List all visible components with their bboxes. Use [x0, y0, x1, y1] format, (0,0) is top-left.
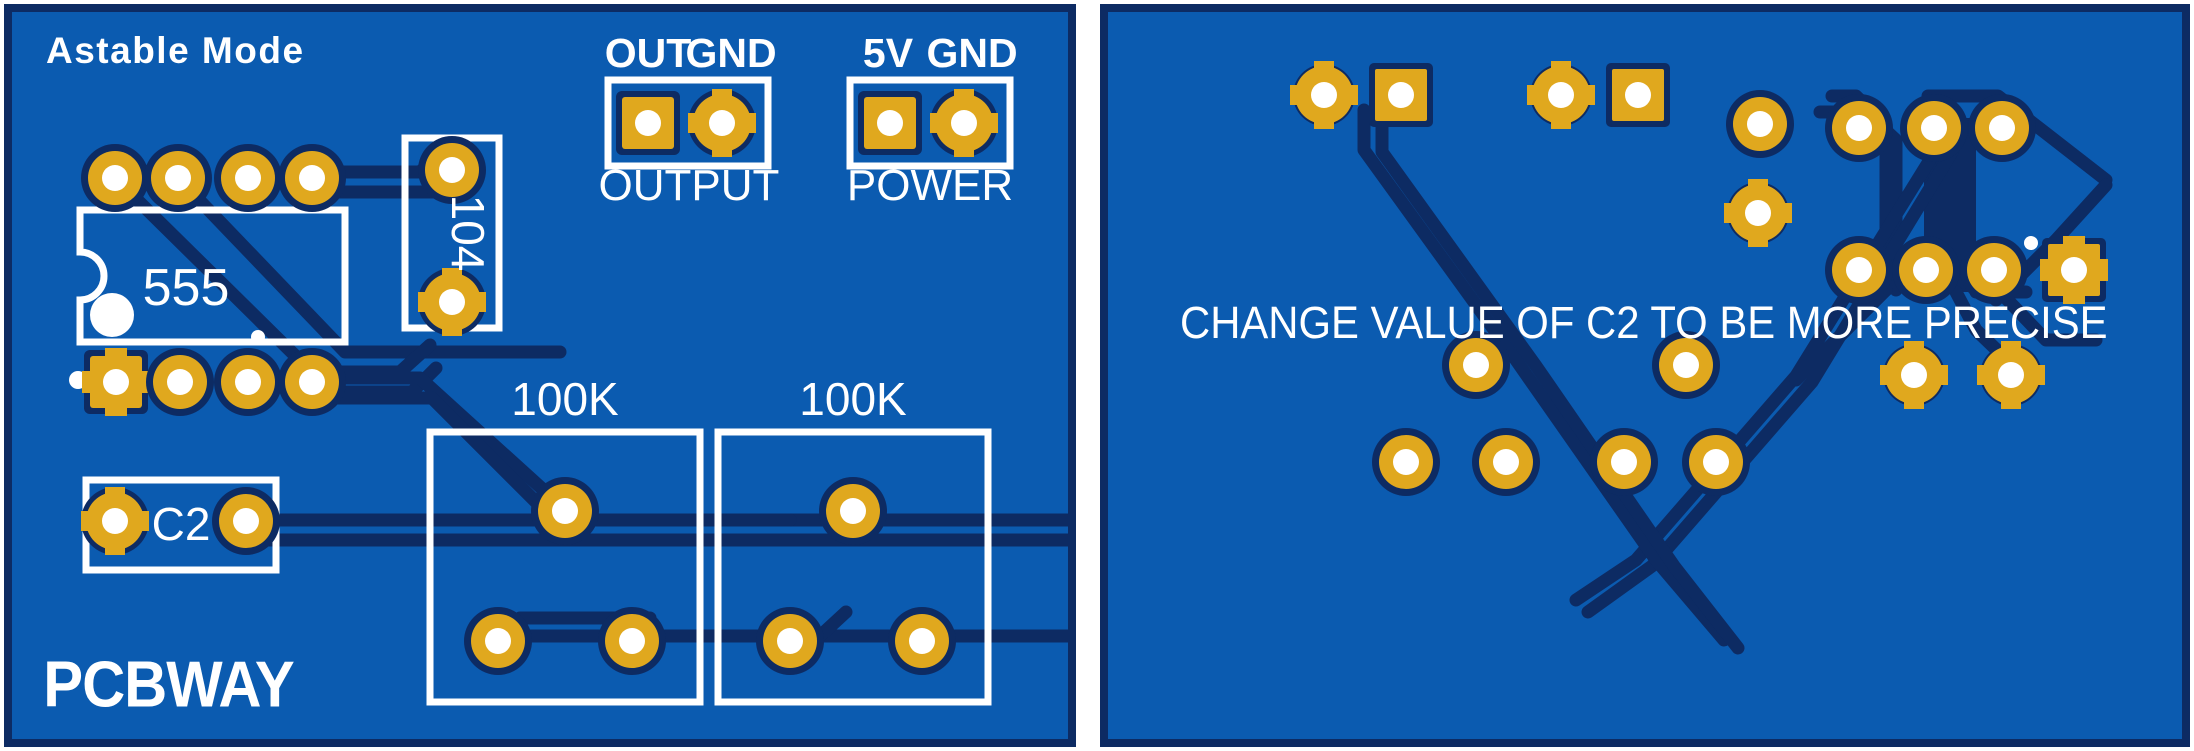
via-marker — [2024, 236, 2038, 250]
label-gnd-power: GND — [926, 30, 1017, 76]
cap-104-label: 104 — [442, 195, 494, 272]
label-gnd-output: GND — [685, 30, 776, 76]
pcbway-logo-text: PCBWAY — [43, 649, 294, 721]
pin1-dot-ic — [90, 293, 134, 337]
label-out: OUT — [605, 30, 692, 76]
silk-dot-small — [251, 330, 265, 344]
cap-c2-label: C2 — [152, 498, 211, 550]
pcbway-logo: PCBWAY — [43, 649, 295, 721]
pcb-panel-bottom-layer[interactable]: CHANGE VALUE OF C2 TO BE MORE PRECISE — [1096, 0, 2194, 751]
pcb-panel-top-layer[interactable]: Astable Mode 555 104 C2 100K 100K OUT GN… — [0, 0, 1080, 751]
board-note-text: CHANGE VALUE OF C2 TO BE MORE PRECISE — [1180, 299, 2108, 349]
board-title: Astable Mode — [46, 30, 305, 71]
label-5v: 5V — [863, 30, 914, 76]
label-output: OUTPUT — [599, 161, 780, 210]
resistor-1-label: 100K — [511, 373, 619, 425]
resistor-2-label: 100K — [799, 373, 907, 425]
ic-label-555: 555 — [143, 259, 230, 317]
label-power: POWER — [847, 161, 1013, 210]
